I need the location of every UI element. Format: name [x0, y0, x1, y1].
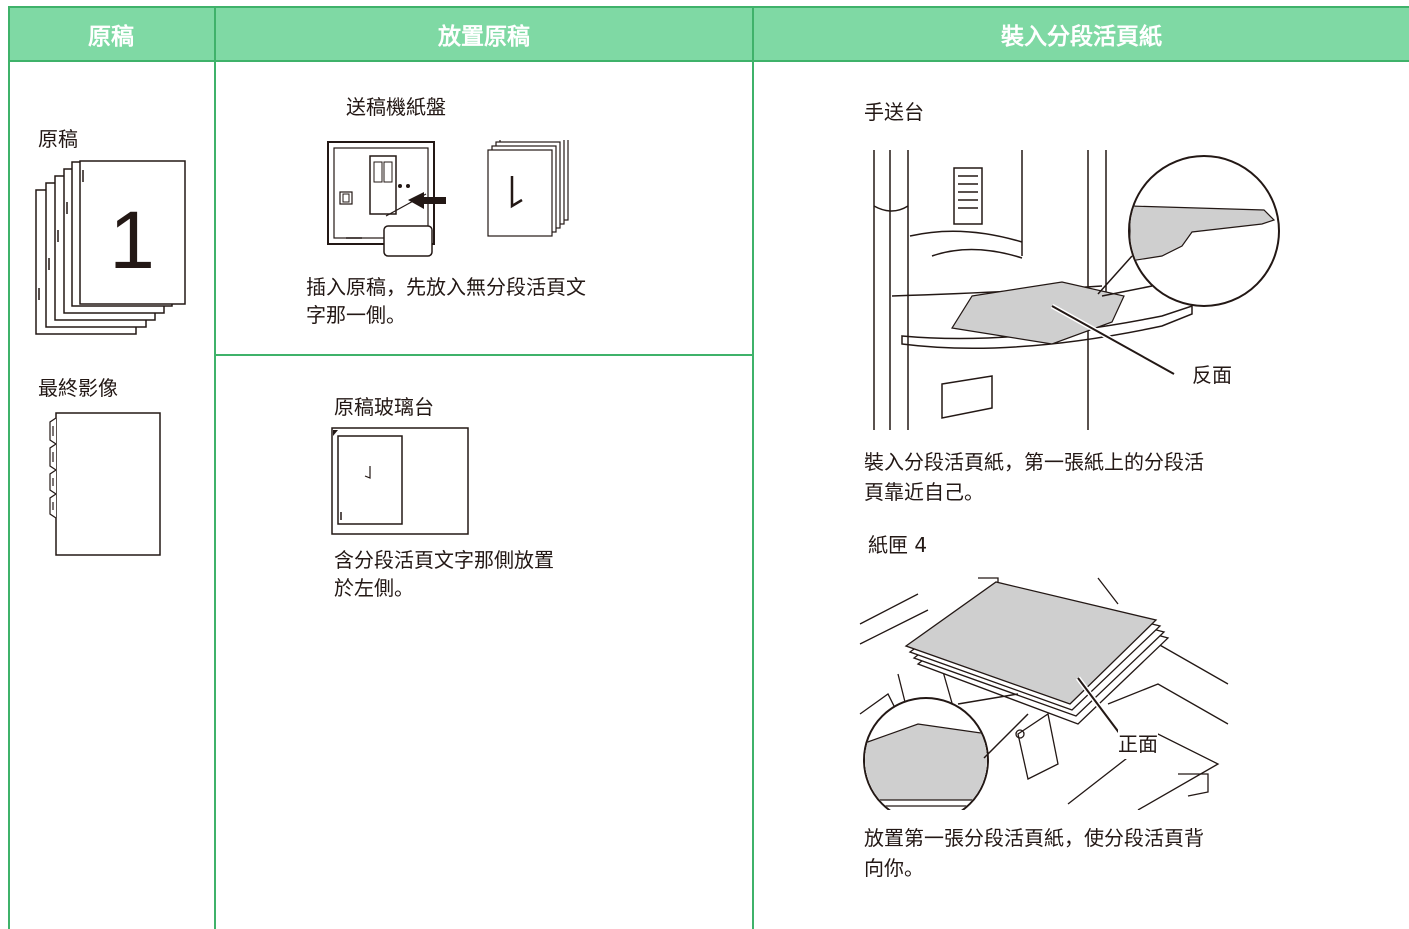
bypass-instruction-line1: 裝入分段活頁紙，第一張紙上的分段活: [864, 450, 1204, 474]
table-top-border: [8, 6, 1409, 8]
final-image-illustration: [44, 410, 164, 558]
document-feeder-illustration: [326, 140, 576, 260]
tray4-instruction-line1: 放置第一張分段活頁紙，使分段活頁背: [864, 826, 1204, 850]
bypass-instruction-line2: 頁靠近自己。: [864, 480, 984, 504]
bypass-tray-illustration: [862, 146, 1282, 434]
bypass-tray-label: 手送台: [864, 100, 924, 124]
tray4-label: 紙匣 4: [868, 533, 928, 557]
page-number: 1: [109, 195, 155, 286]
document-glass-illustration: [330, 426, 472, 538]
tray4-illustration: [858, 574, 1238, 810]
feeder-instruction-line2: 字那一側。: [306, 303, 406, 327]
header-original: 原稿: [8, 8, 214, 60]
tray4-instruction-line2: 向你。: [864, 856, 924, 880]
final-image-label: 最終影像: [38, 376, 118, 400]
header-placement: 放置原稿: [216, 8, 752, 60]
column-divider-2: [752, 6, 754, 929]
glass-instruction-line2: 於左側。: [334, 576, 414, 600]
table-left-border: [8, 6, 10, 929]
placement-row-divider: [214, 354, 754, 356]
column-divider-1: [214, 6, 216, 929]
original-label: 原稿: [38, 127, 78, 151]
glass-instruction-line1: 含分段活頁文字那側放置: [334, 548, 554, 572]
glass-label: 原稿玻璃台: [334, 395, 434, 419]
original-stack-illustration: 1: [32, 158, 192, 338]
front-side-label: 正面: [1118, 729, 1158, 759]
header-bottom-border: [8, 60, 1409, 62]
feeder-label: 送稿機紙盤: [346, 95, 446, 119]
header-loading: 裝入分段活頁紙: [754, 8, 1409, 60]
reverse-side-label: 反面: [1192, 360, 1232, 390]
feeder-instruction-line1: 插入原稿，先放入無分段活頁文: [306, 275, 586, 299]
